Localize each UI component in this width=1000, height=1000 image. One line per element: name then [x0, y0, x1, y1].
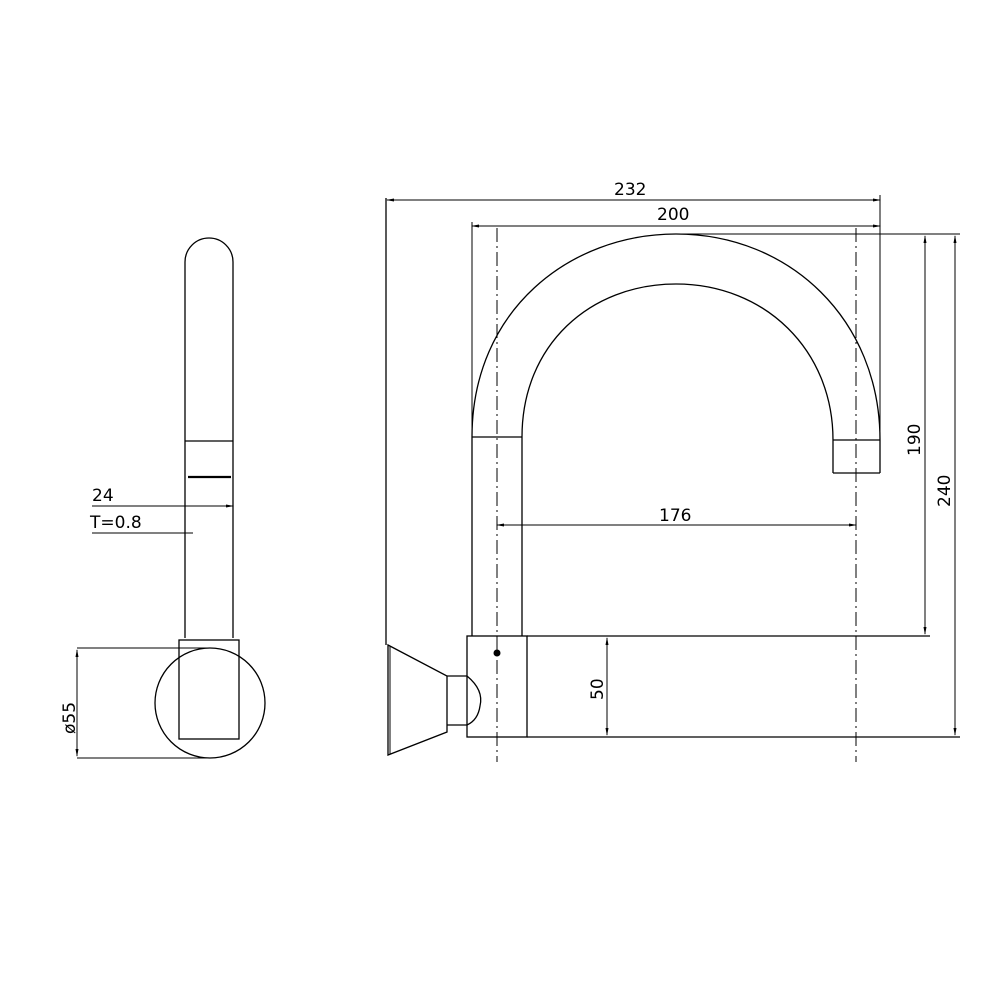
- front-view: 232 200 176 190 240 50: [385, 180, 960, 762]
- side-body: [178, 639, 240, 740]
- dim-176-label: 176: [659, 506, 691, 526]
- dim-55-label: ø55: [60, 702, 80, 734]
- side-spout-tube: [184, 237, 234, 638]
- dim-50-label: 50: [588, 678, 608, 700]
- dim-24-label: 24: [92, 486, 114, 506]
- set-screw-icon: [493, 649, 501, 657]
- dim-t-label: T=0.8: [89, 513, 142, 533]
- connector: [447, 675, 482, 726]
- valve-body: [466, 635, 528, 738]
- spout-inner: [521, 283, 834, 636]
- side-flange-circle: [154, 647, 266, 759]
- spout-outer: [471, 233, 881, 636]
- wall-flange: [387, 643, 448, 756]
- dim-190-label: 190: [905, 424, 925, 456]
- dim-240-label: 240: [935, 475, 955, 507]
- side-view: 24 T=0.8 ø55: [60, 237, 266, 759]
- dim-232-label: 232: [614, 180, 646, 200]
- dim-200-label: 200: [657, 205, 689, 225]
